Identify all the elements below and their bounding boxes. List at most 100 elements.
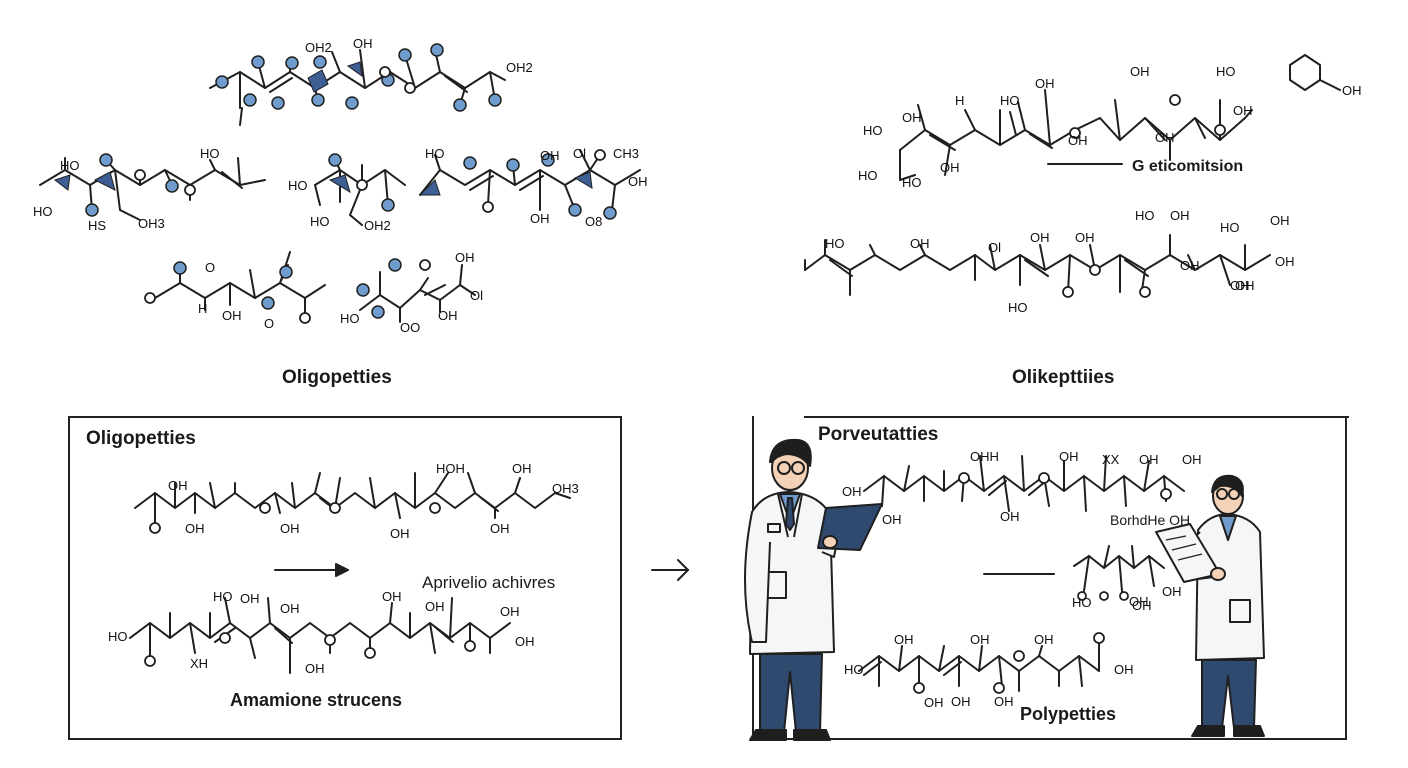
bottom-right-molecules: OH OH OHH OH XX OH OH OH OH HO OH OH OH … [842,449,1202,710]
tr-chain1-double [929,111,1053,151]
bl-open-atoms [144,502,476,667]
tl-c2-l4: HO [33,204,53,219]
bottom-left-arrow-label: Aprivelio achivres [422,573,556,592]
tl-c3-l1: HO [310,214,330,229]
chain3-atoms [328,153,395,212]
tr-ring [1289,54,1341,91]
tr-c2-l6: OH [1170,208,1190,223]
br-c2-l3: OH [951,694,971,709]
bottom-right-title: Porveutatties [818,424,939,445]
bl-c1-l5: OH [512,461,532,476]
bl-c2-l2: OH [240,591,260,606]
left-scientist-badge [767,523,781,533]
bottom-right-caption: Polypetties [1020,704,1117,724]
tl-c1-l2: OH2 [506,60,533,75]
br-c1-l1: OH [882,512,902,527]
chain1-atoms [215,43,502,112]
chain4-branches [434,149,616,211]
chain2-atoms [85,153,179,217]
tl-c6-l2: HO [340,311,360,326]
tl-c4-l5: OH [530,211,550,226]
left-scientist-pants [759,653,823,733]
bl-c2-l7: XH [190,656,208,671]
bl-c1-l2: OH [185,521,205,536]
br-c3-l1: OH [1132,598,1152,613]
left-scientist-shoe-r [793,729,831,741]
br-c2-l4: OH [970,632,990,647]
bl-c2-l6: OH [500,604,520,619]
bl-c2-l1: HO [213,589,233,604]
tr-c1-l12: OH [1155,130,1175,145]
chain6-open-atoms [419,259,431,271]
tr-c2-l5: HO [1135,208,1155,223]
br-c1-l5: OH [1059,449,1079,464]
tr-c1-l7: OH [940,160,960,175]
right-scientist-coat [1195,513,1265,661]
tl-c4-l0: HO [425,146,445,161]
tr-ring-label: OH [1342,83,1362,98]
bl-c1-l3: OH [280,521,300,536]
tr-c1-l2: OH [902,110,922,125]
chain1-backbone [209,71,506,89]
tl-c2-l0: HO [60,158,80,173]
tr-c2-l7: HO [1220,220,1240,235]
tr-chain2-backbone [804,254,1271,271]
tl-c4-l3: CH3 [613,146,639,161]
chain4-atoms [463,153,617,220]
bl-chain1-branches [154,472,521,524]
bottom-left-title: Oligopetties [86,428,196,449]
top-right-caption: Olikepttiies [1012,367,1115,388]
br-c2-l5: OH [994,694,1014,709]
br-c2-l6: OH [1034,632,1054,647]
tr-c1-l3: OH [1035,76,1055,91]
br-c1-l6: OH [1139,452,1159,467]
tr-c2-l4: OH [1075,230,1095,245]
tl-c4-l2: Ol [573,146,586,161]
right-scientist-shirt [1219,515,1237,541]
top-left-caption: Oligopetties [282,367,392,388]
br-chain1-double [988,480,1047,496]
tr-chain2-branches [804,234,1246,296]
tl-c2-l1: HO [200,146,220,161]
tr-c1-l1: HO [863,123,883,138]
bl-chain1-backbone [134,492,571,509]
right-scientist-shoe-r [1233,725,1265,737]
br-c3-l3: HO [1072,595,1092,610]
tr-c2-l0: HO [825,236,845,251]
chain5-atoms [173,261,293,310]
tr-c1-l6: HO [858,168,878,183]
tl-c3-l0: HO [288,178,308,193]
br-c3-l0: OH [1162,584,1182,599]
tr-c2-l9: OH [1275,254,1295,269]
left-scientist-lapel [777,493,803,538]
tr-c1-l5: OH [1068,133,1088,148]
chain5-backbone [154,282,326,299]
right-scientist-pants [1201,659,1257,729]
bl-c1-l7: OH3 [552,481,579,496]
br-c1-l3: OH [1000,509,1020,524]
tr-c2-l2: Ol [988,240,1001,255]
br-c2-l7: OH [1114,662,1134,677]
bl-c2-l3: OH [280,601,300,616]
top-left-molecules: OH2 OH OH2 HO HO HS OH3 HO HO HO OH2 HO … [33,36,648,335]
chain3-open-atoms [356,179,368,191]
right-scientist-hair [1211,474,1244,497]
tl-c4-l1: OH [540,148,560,163]
bottom-left-panel: Oligopetties OH HOH OH OH OH OH OH OH3 H… [68,416,622,740]
tr-c2-l10: HO [1008,300,1028,315]
tl-c1-l0: OH2 [305,40,332,55]
bl-c2-l8: OH [305,661,325,676]
left-scientist-hand [822,535,838,549]
tl-c6-l1: Ol [470,288,483,303]
bl-c2-l9: OH [515,634,535,649]
br-c2-l0: OH [1129,594,1149,609]
right-scientist-shoe-l [1191,725,1225,737]
tr-c1-l4: HO [1000,93,1020,108]
chain1-open-atoms [379,66,416,94]
tr-c1-l9: HO [1216,64,1236,79]
tl-c1-l1: OH [353,36,373,51]
tr-chain2-double [829,259,1149,277]
bl-arrow-head [335,563,349,577]
br-open-atoms [913,472,1172,694]
tr-c1-l10: OH [1233,103,1253,118]
